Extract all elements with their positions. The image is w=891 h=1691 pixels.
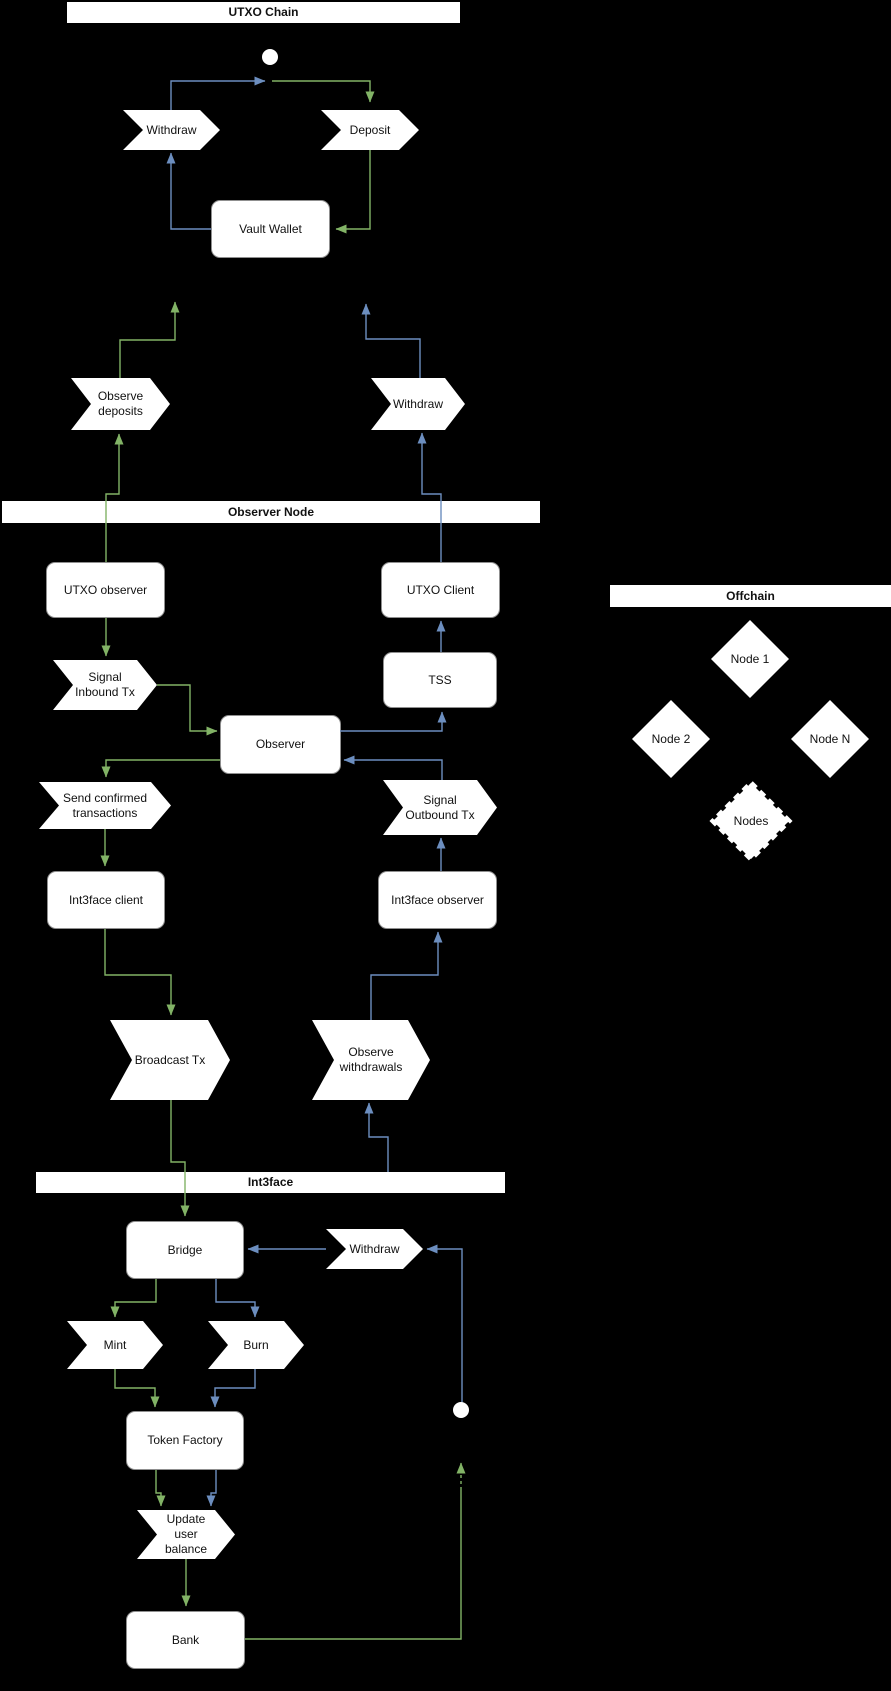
- signal-inbound-ribbon: Signal Inbound Tx: [53, 660, 157, 710]
- edge-utxo-client-to-withdraw-mid: [417, 432, 442, 562]
- observe-deposits-label: Observe deposits: [97, 389, 144, 418]
- tss-label: TSS: [428, 672, 452, 687]
- tss-box: TSS: [383, 652, 497, 708]
- broadcast-tx-ribbon: Broadcast Tx: [110, 1020, 230, 1100]
- bridge-box: Bridge: [126, 1221, 244, 1279]
- edge-junction-to-withdraw-bottom: [426, 1244, 463, 1402]
- signal-outbound-label: Signal Outbound Tx: [405, 792, 475, 822]
- edge-bridge-to-mint: [110, 1279, 157, 1318]
- deposit-label: Deposit: [349, 122, 391, 137]
- observe-withdrawals-ribbon: Observe withdrawals: [312, 1020, 430, 1100]
- edge-token-factory-to-update-balance-green: [155, 1470, 166, 1507]
- lane-observer-node-bar: Observer Node: [2, 501, 540, 523]
- withdraw-mid-ribbon: Withdraw: [371, 378, 465, 430]
- edge-bank-to-junction: [245, 1490, 462, 1640]
- withdraw-mid-label: Withdraw: [392, 396, 443, 411]
- edge-observer-to-send-confirmed: [101, 759, 220, 778]
- edge-mint-to-token-factory: [114, 1369, 160, 1408]
- deposit-ribbon: Deposit: [321, 110, 419, 150]
- node-2-diamond: Node 2: [632, 700, 710, 778]
- bank-box: Bank: [126, 1611, 245, 1669]
- bridge-label: Bridge: [167, 1242, 203, 1257]
- edge-burn-to-token-factory: [210, 1369, 256, 1408]
- edge-signal-outbound-to-observer: [343, 755, 443, 780]
- burn-label: Burn: [243, 1337, 269, 1352]
- observer-label: Observer: [255, 737, 306, 751]
- observe-deposits-ribbon: Observe deposits: [71, 378, 170, 430]
- signal-outbound-ribbon: Signal Outbound Tx: [383, 780, 497, 835]
- edge-utxo-observer-to-observe-deposits: [105, 433, 124, 562]
- lane-utxo-chain-label: UTXO Chain: [228, 5, 299, 19]
- edge-int3face-client-to-broadcast-tx: [104, 929, 176, 1016]
- node-1-diamond: Node 1: [711, 620, 789, 698]
- token-factory-box: Token Factory: [126, 1411, 244, 1470]
- utxo-observer-box: UTXO observer: [46, 562, 165, 618]
- utxo-observer-label: UTXO observer: [63, 582, 148, 597]
- edge-withdraw-mid-up: [361, 303, 421, 378]
- edge-signal-inbound-to-observer: [157, 684, 218, 736]
- bank-label: Bank: [171, 1632, 200, 1647]
- observe-withdrawals-label: Observe withdrawals: [339, 1045, 403, 1074]
- lane-int3face-bar: Int3face: [36, 1172, 505, 1193]
- int3face-client-box: Int3face client: [47, 871, 165, 929]
- withdraw-bottom-ribbon: Withdraw: [326, 1229, 423, 1269]
- update-user-balance-ribbon: Update user balance: [137, 1510, 235, 1559]
- edge-junction-to-deposit: [272, 80, 375, 103]
- node-n-label: Node N: [809, 731, 851, 746]
- send-confirmed-ribbon: Send confirmed transactions: [39, 782, 171, 829]
- utxo-client-box: UTXO Client: [381, 562, 500, 618]
- send-confirmed-label: Send confirmed transactions: [62, 790, 148, 820]
- lane-int3face-label: Int3face: [247, 1175, 294, 1189]
- utxo-client-label: UTXO Client: [406, 582, 475, 597]
- edge-int3face-to-observe-withdrawals: [364, 1102, 389, 1172]
- node-1-label: Node 1: [730, 651, 770, 666]
- vault-wallet-label: Vault Wallet: [239, 221, 302, 236]
- int3face-client-label: Int3face client: [68, 892, 144, 907]
- edge-deposit-to-vault-wallet: [335, 150, 371, 234]
- mint-ribbon: Mint: [67, 1321, 163, 1369]
- start-circle-top: [262, 49, 278, 65]
- edge-observer-to-tss: [340, 711, 447, 732]
- node-2-label: Node 2: [651, 731, 691, 746]
- withdraw-bottom-label: Withdraw: [349, 1241, 400, 1256]
- withdraw-top-ribbon: Withdraw: [123, 110, 220, 150]
- lane-offchain-bar: Offchain: [610, 585, 891, 607]
- edge-withdraw-top-to-junction: [170, 76, 266, 110]
- burn-ribbon: Burn: [208, 1321, 304, 1369]
- edge-vault-wallet-to-withdraw-top: [166, 152, 211, 230]
- int3face-observer-label: Int3face observer: [391, 892, 484, 907]
- junction-circle-bottom: [453, 1402, 469, 1418]
- int3face-observer-box: Int3face observer: [378, 871, 497, 929]
- lane-utxo-chain-bar: UTXO Chain: [67, 2, 460, 23]
- node-n-diamond: Node N: [791, 700, 869, 778]
- mint-label: Mint: [103, 1337, 127, 1352]
- lane-observer-node-label: Observer Node: [227, 504, 315, 519]
- vault-wallet-box: Vault Wallet: [211, 200, 330, 258]
- update-user-balance-label: Update user balance: [164, 1512, 208, 1556]
- edge-bridge-to-burn: [215, 1279, 260, 1318]
- edge-token-factory-to-update-balance-blue: [206, 1470, 217, 1507]
- signal-inbound-label: Signal Inbound Tx: [75, 670, 135, 699]
- nodes-diamond-label-wrap: Nodes: [711, 781, 791, 861]
- edge-broadcast-tx-to-bridge: [170, 1100, 190, 1217]
- observer-box: Observer: [220, 715, 341, 774]
- lane-offchain-label: Offchain: [726, 588, 775, 603]
- edge-observe-deposits-up: [119, 301, 180, 378]
- broadcast-tx-label: Broadcast Tx: [134, 1052, 206, 1067]
- nodes-label: Nodes: [733, 813, 769, 828]
- edge-observe-withdrawals-to-int3face-observer: [370, 931, 443, 1020]
- token-factory-label: Token Factory: [147, 1433, 223, 1447]
- withdraw-top-label: Withdraw: [146, 122, 197, 137]
